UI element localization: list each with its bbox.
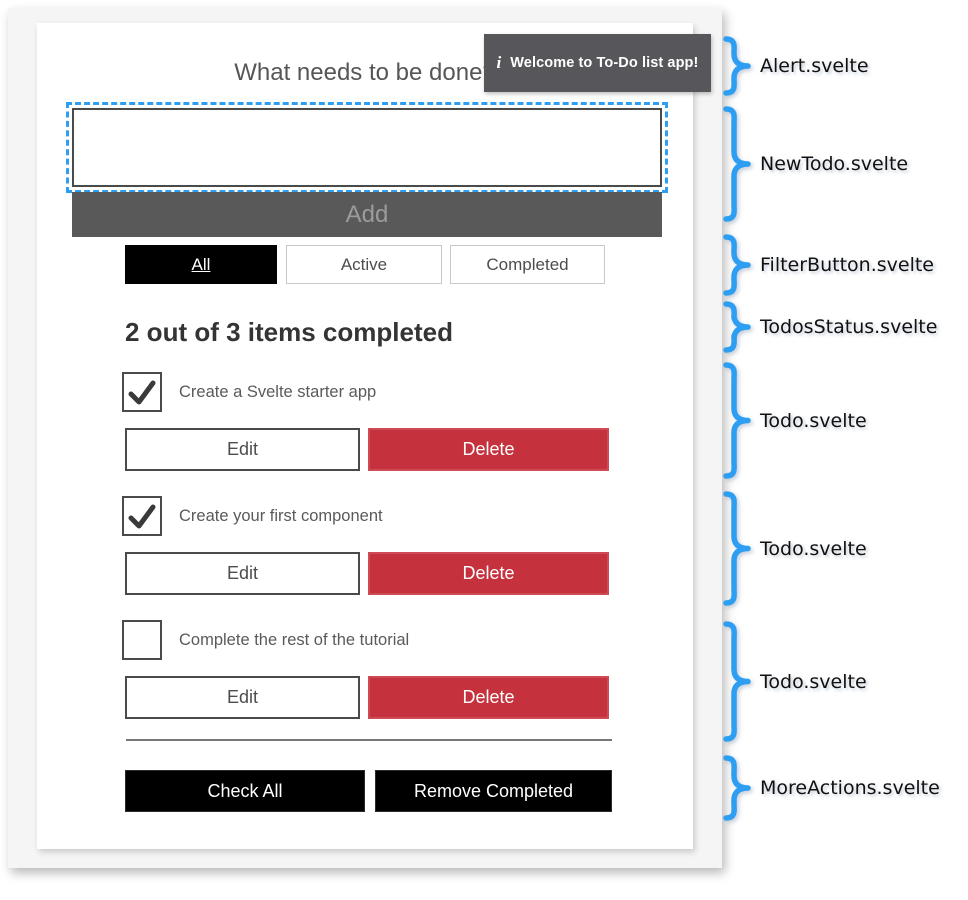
delete-button[interactable]: Delete	[368, 552, 609, 595]
curly-brace-icon	[723, 755, 751, 821]
app-heading: What needs to be done?	[234, 59, 496, 86]
curly-brace-icon	[723, 491, 751, 606]
app-outer-panel: What needs to be done? Add All Active Co…	[8, 8, 722, 868]
info-icon: i	[496, 53, 502, 72]
delete-button[interactable]: Delete	[368, 428, 609, 471]
todo-app-card: What needs to be done? Add All Active Co…	[37, 23, 693, 849]
todo-row: Complete the rest of the tutorial	[122, 620, 409, 660]
edit-button[interactable]: Edit	[125, 552, 360, 595]
annotation-label: TodosStatus.svelte	[760, 316, 938, 338]
alert-toast[interactable]: i Welcome to To-Do list app!	[484, 34, 711, 92]
todo-row: Create a Svelte starter app	[122, 372, 376, 412]
todos-status-heading: 2 out of 3 items completed	[125, 317, 453, 347]
annotation-label: FilterButton.svelte	[760, 254, 934, 276]
annotation-todo-2: Todo.svelte	[719, 491, 867, 606]
filter-button-active[interactable]: Active	[286, 245, 442, 284]
annotation-label: NewTodo.svelte	[760, 153, 909, 175]
divider	[126, 739, 612, 741]
annotation-alert: Alert.svelte	[719, 36, 869, 96]
curly-brace-icon	[723, 621, 751, 742]
edit-button[interactable]: Edit	[125, 676, 360, 719]
annotation-label: Todo.svelte	[760, 670, 867, 693]
annotation-label: Todo.svelte	[760, 537, 867, 560]
new-todo-input[interactable]	[66, 102, 668, 193]
annotation-moreactions: MoreActions.svelte	[719, 755, 940, 821]
annotation-label: Alert.svelte	[760, 55, 869, 77]
todo-checkbox[interactable]	[122, 372, 162, 412]
filter-button-completed[interactable]: Completed	[450, 245, 605, 284]
curly-brace-icon	[723, 234, 751, 296]
curly-brace-icon	[723, 301, 751, 353]
filter-button-all[interactable]: All	[125, 245, 277, 284]
todo-label: Create a Svelte starter app	[179, 382, 377, 401]
annotation-newtodo: NewTodo.svelte	[719, 106, 908, 222]
curly-brace-icon	[723, 36, 751, 96]
annotation-label: Todo.svelte	[760, 409, 867, 432]
alert-text: Welcome to To-Do list app!	[510, 55, 699, 71]
checkmark-icon	[128, 380, 156, 405]
annotation-todo-3: Todo.svelte	[719, 621, 867, 742]
checkmark-icon	[128, 504, 156, 529]
annotation-todo-1: Todo.svelte	[719, 362, 867, 479]
annotation-todosstatus: TodosStatus.svelte	[719, 301, 937, 353]
curly-brace-icon	[723, 362, 751, 479]
todo-label: Create your first component	[179, 506, 383, 525]
todo-label: Complete the rest of the tutorial	[179, 630, 410, 649]
annotation-label: MoreActions.svelte	[760, 777, 940, 799]
edit-button[interactable]: Edit	[125, 428, 360, 471]
todo-checkbox[interactable]	[122, 620, 162, 660]
annotation-filterbutton: FilterButton.svelte	[719, 234, 934, 296]
todo-row: Create your first component	[122, 496, 383, 536]
add-button[interactable]: Add	[72, 192, 662, 237]
todo-checkbox[interactable]	[122, 496, 162, 536]
curly-brace-icon	[723, 106, 751, 222]
remove-completed-button[interactable]: Remove Completed	[375, 770, 612, 812]
check-all-button[interactable]: Check All	[125, 770, 365, 812]
delete-button[interactable]: Delete	[368, 676, 609, 719]
